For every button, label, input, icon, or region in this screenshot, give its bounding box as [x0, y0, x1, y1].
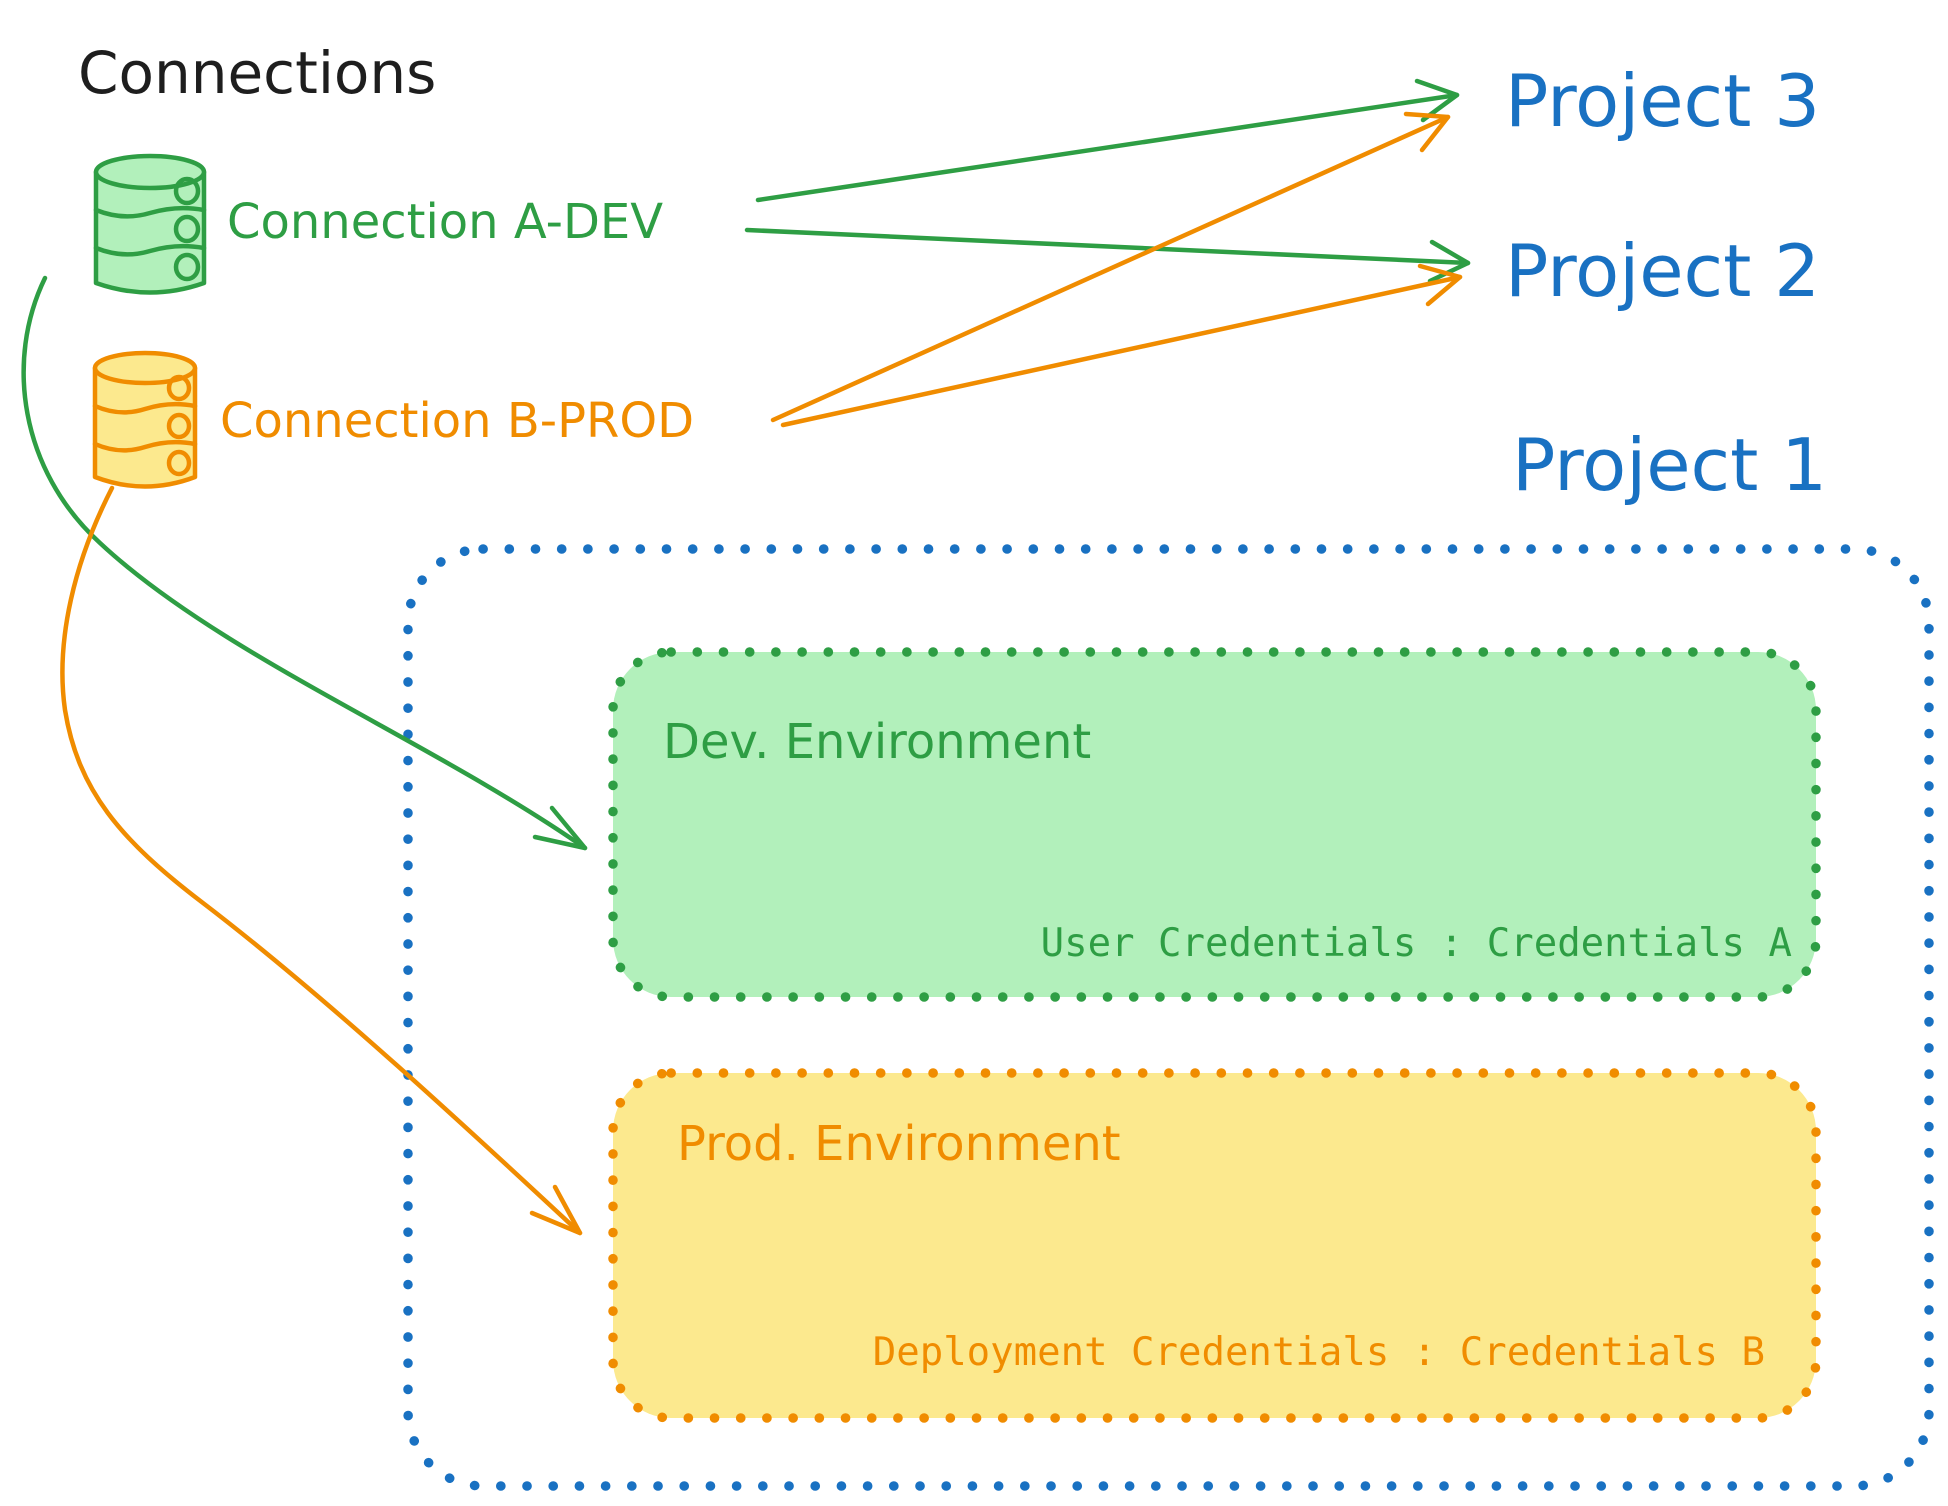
connection-a-dev-label: Connection A-DEV — [227, 194, 663, 250]
database-cylinder-icon — [93, 153, 207, 295]
diagram-title: Connections — [78, 39, 436, 107]
dev-environment-credentials: User Credentials : Credentials A — [1041, 921, 1792, 966]
arrow-a-dev-to-project-2 — [744, 227, 1471, 284]
prod-environment-box — [608, 1068, 1821, 1423]
arrow-a-dev-to-dev-environment — [21, 275, 588, 851]
arrow-b-prod-to-project-2 — [780, 263, 1463, 428]
arrow-a-dev-to-project-3 — [755, 78, 1460, 203]
dev-environment-title: Dev. Environment — [663, 714, 1091, 770]
prod-environment-credentials: Deployment Credentials : Credentials B — [873, 1330, 1765, 1375]
arrow-b-prod-to-project-3 — [770, 111, 1451, 423]
project-1-container-box — [403, 544, 1934, 1491]
database-cylinder-icon — [92, 350, 198, 489]
arrow-b-prod-to-prod-environment — [60, 485, 583, 1236]
dev-environment-box — [608, 647, 1821, 1002]
project-1-label: Project 1 — [1512, 423, 1827, 507]
prod-environment-title: Prod. Environment — [677, 1116, 1121, 1172]
connection-b-prod-label: Connection B-PROD — [220, 393, 694, 449]
project-2-label: Project 2 — [1505, 229, 1820, 313]
project-3-label: Project 3 — [1505, 59, 1820, 143]
